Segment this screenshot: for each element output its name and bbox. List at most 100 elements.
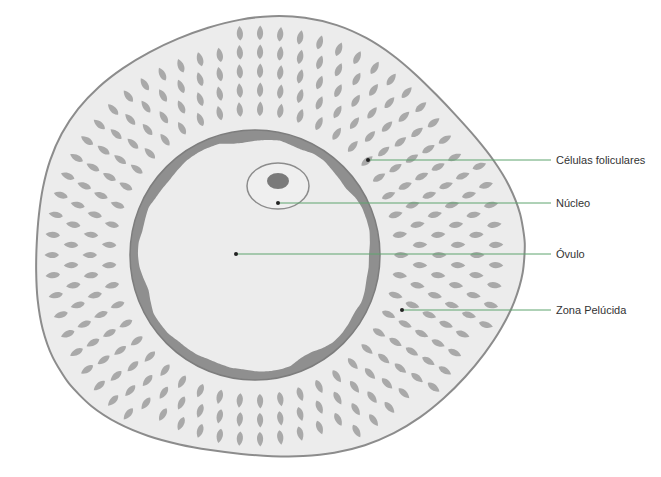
follicular-cell: [469, 271, 484, 278]
follicular-cell: [421, 310, 437, 321]
follicular-cell: [427, 210, 442, 219]
follicular-cell: [313, 379, 325, 395]
follicular-cell: [451, 241, 466, 248]
follicular-cell: [236, 102, 244, 117]
follicular-cell: [195, 112, 206, 128]
follicular-cell: [236, 64, 243, 79]
follicular-cell: [332, 412, 344, 428]
follicular-cell: [296, 49, 305, 65]
follicular-cell: [367, 82, 380, 97]
follicular-cell: [295, 88, 305, 104]
follicular-cell: [368, 60, 381, 76]
follicular-cell: [350, 71, 363, 87]
follicular-cell: [414, 170, 430, 182]
follicular-cell: [388, 162, 404, 175]
follicular-cell: [236, 393, 244, 408]
follicular-cell: [121, 406, 135, 421]
follicular-cell: [380, 376, 395, 391]
follicular-cell: [85, 161, 101, 173]
leader-line: [368, 160, 551, 161]
follicular-cell: [215, 47, 224, 62]
follicular-cell: [45, 231, 60, 239]
follicular-cell: [215, 86, 224, 101]
follicular-cell: [276, 27, 284, 42]
follicular-cell: [461, 190, 477, 200]
follicular-cell: [118, 318, 134, 330]
follicular-cell: [215, 409, 224, 424]
follicular-cell: [257, 44, 264, 59]
follicular-cell: [314, 399, 325, 415]
follicular-cell: [360, 154, 375, 168]
part-label: Células foliculares: [556, 154, 645, 167]
follicular-cell: [421, 143, 437, 156]
follicular-cell: [118, 180, 134, 192]
part-label: Zona Pelúcida: [556, 304, 626, 317]
follicular-cell: [92, 117, 107, 131]
follicular-cell: [110, 200, 126, 211]
follicular-cell: [60, 170, 76, 181]
follicular-cell: [175, 99, 187, 115]
follicular-cell: [426, 116, 441, 130]
follicular-cell: [45, 252, 60, 258]
follicular-cell: [382, 95, 396, 110]
follicular-cell: [92, 379, 107, 393]
follicular-cell: [236, 83, 243, 98]
follicular-cell: [175, 78, 186, 94]
follicular-cell: [257, 432, 264, 447]
follicular-cell: [112, 344, 127, 357]
follicular-cell: [432, 252, 447, 258]
follicular-cell: [451, 262, 466, 269]
follicular-cell: [400, 85, 414, 100]
follicular-cell: [360, 342, 375, 356]
follicular-cell: [236, 431, 243, 446]
follicular-cell: [346, 139, 360, 154]
follicular-cell: [331, 390, 344, 406]
follicular-cell: [104, 281, 119, 290]
follicular-cell: [79, 134, 94, 147]
follicular-cell: [381, 190, 397, 202]
follicular-cell: [158, 132, 172, 147]
part-label: Núcleo: [556, 197, 590, 210]
follicular-cell: [426, 380, 441, 394]
follicular-cell: [350, 423, 363, 439]
follicular-cell: [447, 347, 463, 359]
follicular-cell: [175, 416, 186, 432]
follicular-cell: [276, 84, 284, 99]
follicular-cell: [410, 281, 425, 290]
follicular-cell: [142, 146, 157, 160]
follicular-cell: [60, 328, 76, 339]
follicular-cell: [363, 366, 378, 381]
leader-lines: [234, 158, 551, 312]
leader-line: [236, 254, 551, 255]
follicular-cell: [176, 121, 189, 137]
follicular-cell: [76, 319, 92, 330]
follicular-cell: [195, 383, 206, 399]
follicular-cell: [330, 369, 343, 384]
follicular-cell: [140, 122, 154, 137]
nucleus-membrane: [247, 163, 309, 209]
follicular-cell: [195, 91, 206, 107]
follicular-cell: [295, 108, 305, 124]
follicular-cell: [257, 394, 264, 409]
follicular-cell: [112, 153, 127, 166]
follicular-cell: [53, 310, 69, 320]
follicular-cell: [438, 319, 454, 330]
follicular-cell: [195, 52, 205, 68]
follicular-cell: [87, 210, 103, 220]
follicular-cell: [314, 75, 325, 91]
follicular-cell: [371, 171, 387, 184]
follicular-cell: [437, 364, 453, 377]
follicular-cell: [157, 385, 170, 400]
follicular-cell: [478, 320, 494, 330]
follicular-cell: [48, 291, 63, 300]
follicle-outline: [36, 16, 525, 456]
follicular-cell: [349, 93, 362, 109]
follicular-cell: [388, 290, 404, 300]
follicular-cell: [48, 210, 63, 219]
follicular-cell: [66, 281, 81, 289]
follicular-cell: [313, 116, 325, 132]
follicular-cell: [93, 190, 109, 201]
leader-dot: [366, 158, 370, 162]
follicular-cell: [388, 210, 404, 220]
